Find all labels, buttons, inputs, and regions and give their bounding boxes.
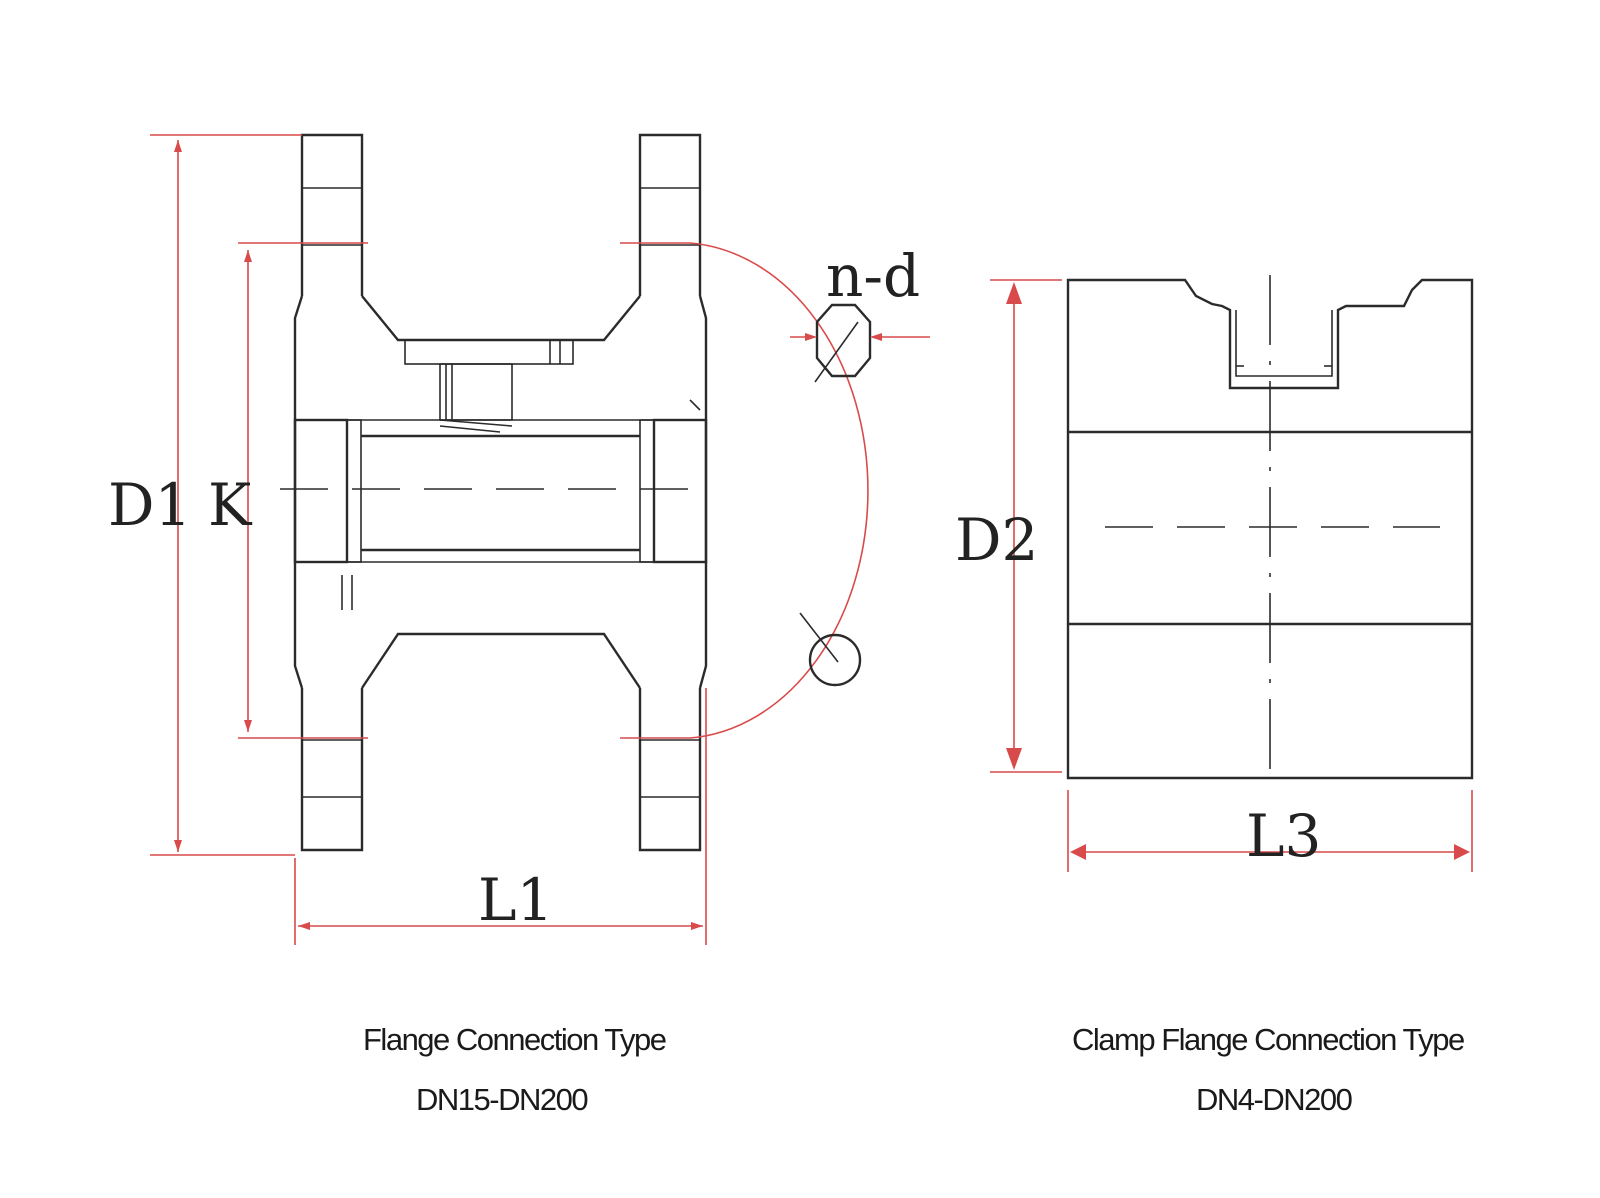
flange-range-caption: DN15-DN200: [416, 1082, 589, 1117]
right-flange-collar: [639, 418, 708, 564]
d1-dimension: [150, 134, 302, 856]
flange-type-drawing: D1 K n-d: [108, 133, 930, 945]
clamp-type-drawing: D2 L3: [955, 275, 1474, 872]
l3-label: L3: [1246, 802, 1321, 870]
top-right-flange-ear: [638, 133, 702, 296]
left-flange-collar: [293, 418, 362, 564]
k-label: K: [208, 471, 253, 539]
nd-label: n-d: [826, 242, 920, 310]
clamp-range-caption: DN4-DN200: [1196, 1082, 1353, 1117]
pipe-bore: [295, 419, 706, 563]
bottom-right-flange-ear: [638, 688, 702, 852]
bolt-hole-lower: [799, 612, 862, 687]
flange-body-outline: [293, 295, 708, 689]
d2-dimension: [990, 279, 1062, 773]
flange-type-caption: Flange Connection Type: [363, 1022, 667, 1057]
bolt-hole-upper: [814, 303, 872, 383]
l1-label: L1: [478, 866, 553, 934]
top-fitting: [404, 339, 701, 433]
bolt-circle-arc: [689, 242, 869, 739]
k-dimension: [238, 242, 690, 739]
d2-label: D2: [955, 506, 1038, 574]
d1-label: D1: [108, 471, 191, 539]
l1-dimension: [294, 688, 707, 945]
clamp-type-caption: Clamp Flange Connection Type: [1072, 1022, 1465, 1057]
bottom-left-flange-ear: [300, 688, 364, 852]
clamp-body-outline: [1066, 278, 1474, 780]
l3-dimension: [1067, 790, 1473, 872]
nd-dimension: [790, 333, 930, 341]
top-left-flange-ear: [300, 133, 364, 296]
